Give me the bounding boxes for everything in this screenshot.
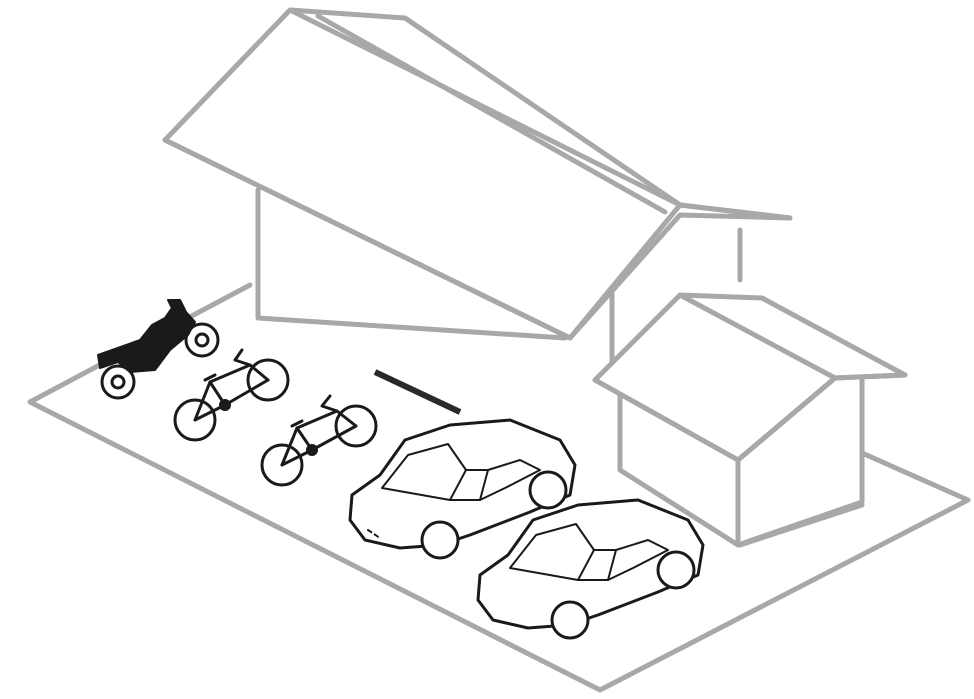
bicycle-icon — [262, 396, 376, 485]
bicycle-icon — [175, 350, 288, 440]
driveway-strip — [375, 372, 460, 412]
motorcycle-icon — [98, 300, 218, 398]
car-icon — [478, 500, 703, 638]
